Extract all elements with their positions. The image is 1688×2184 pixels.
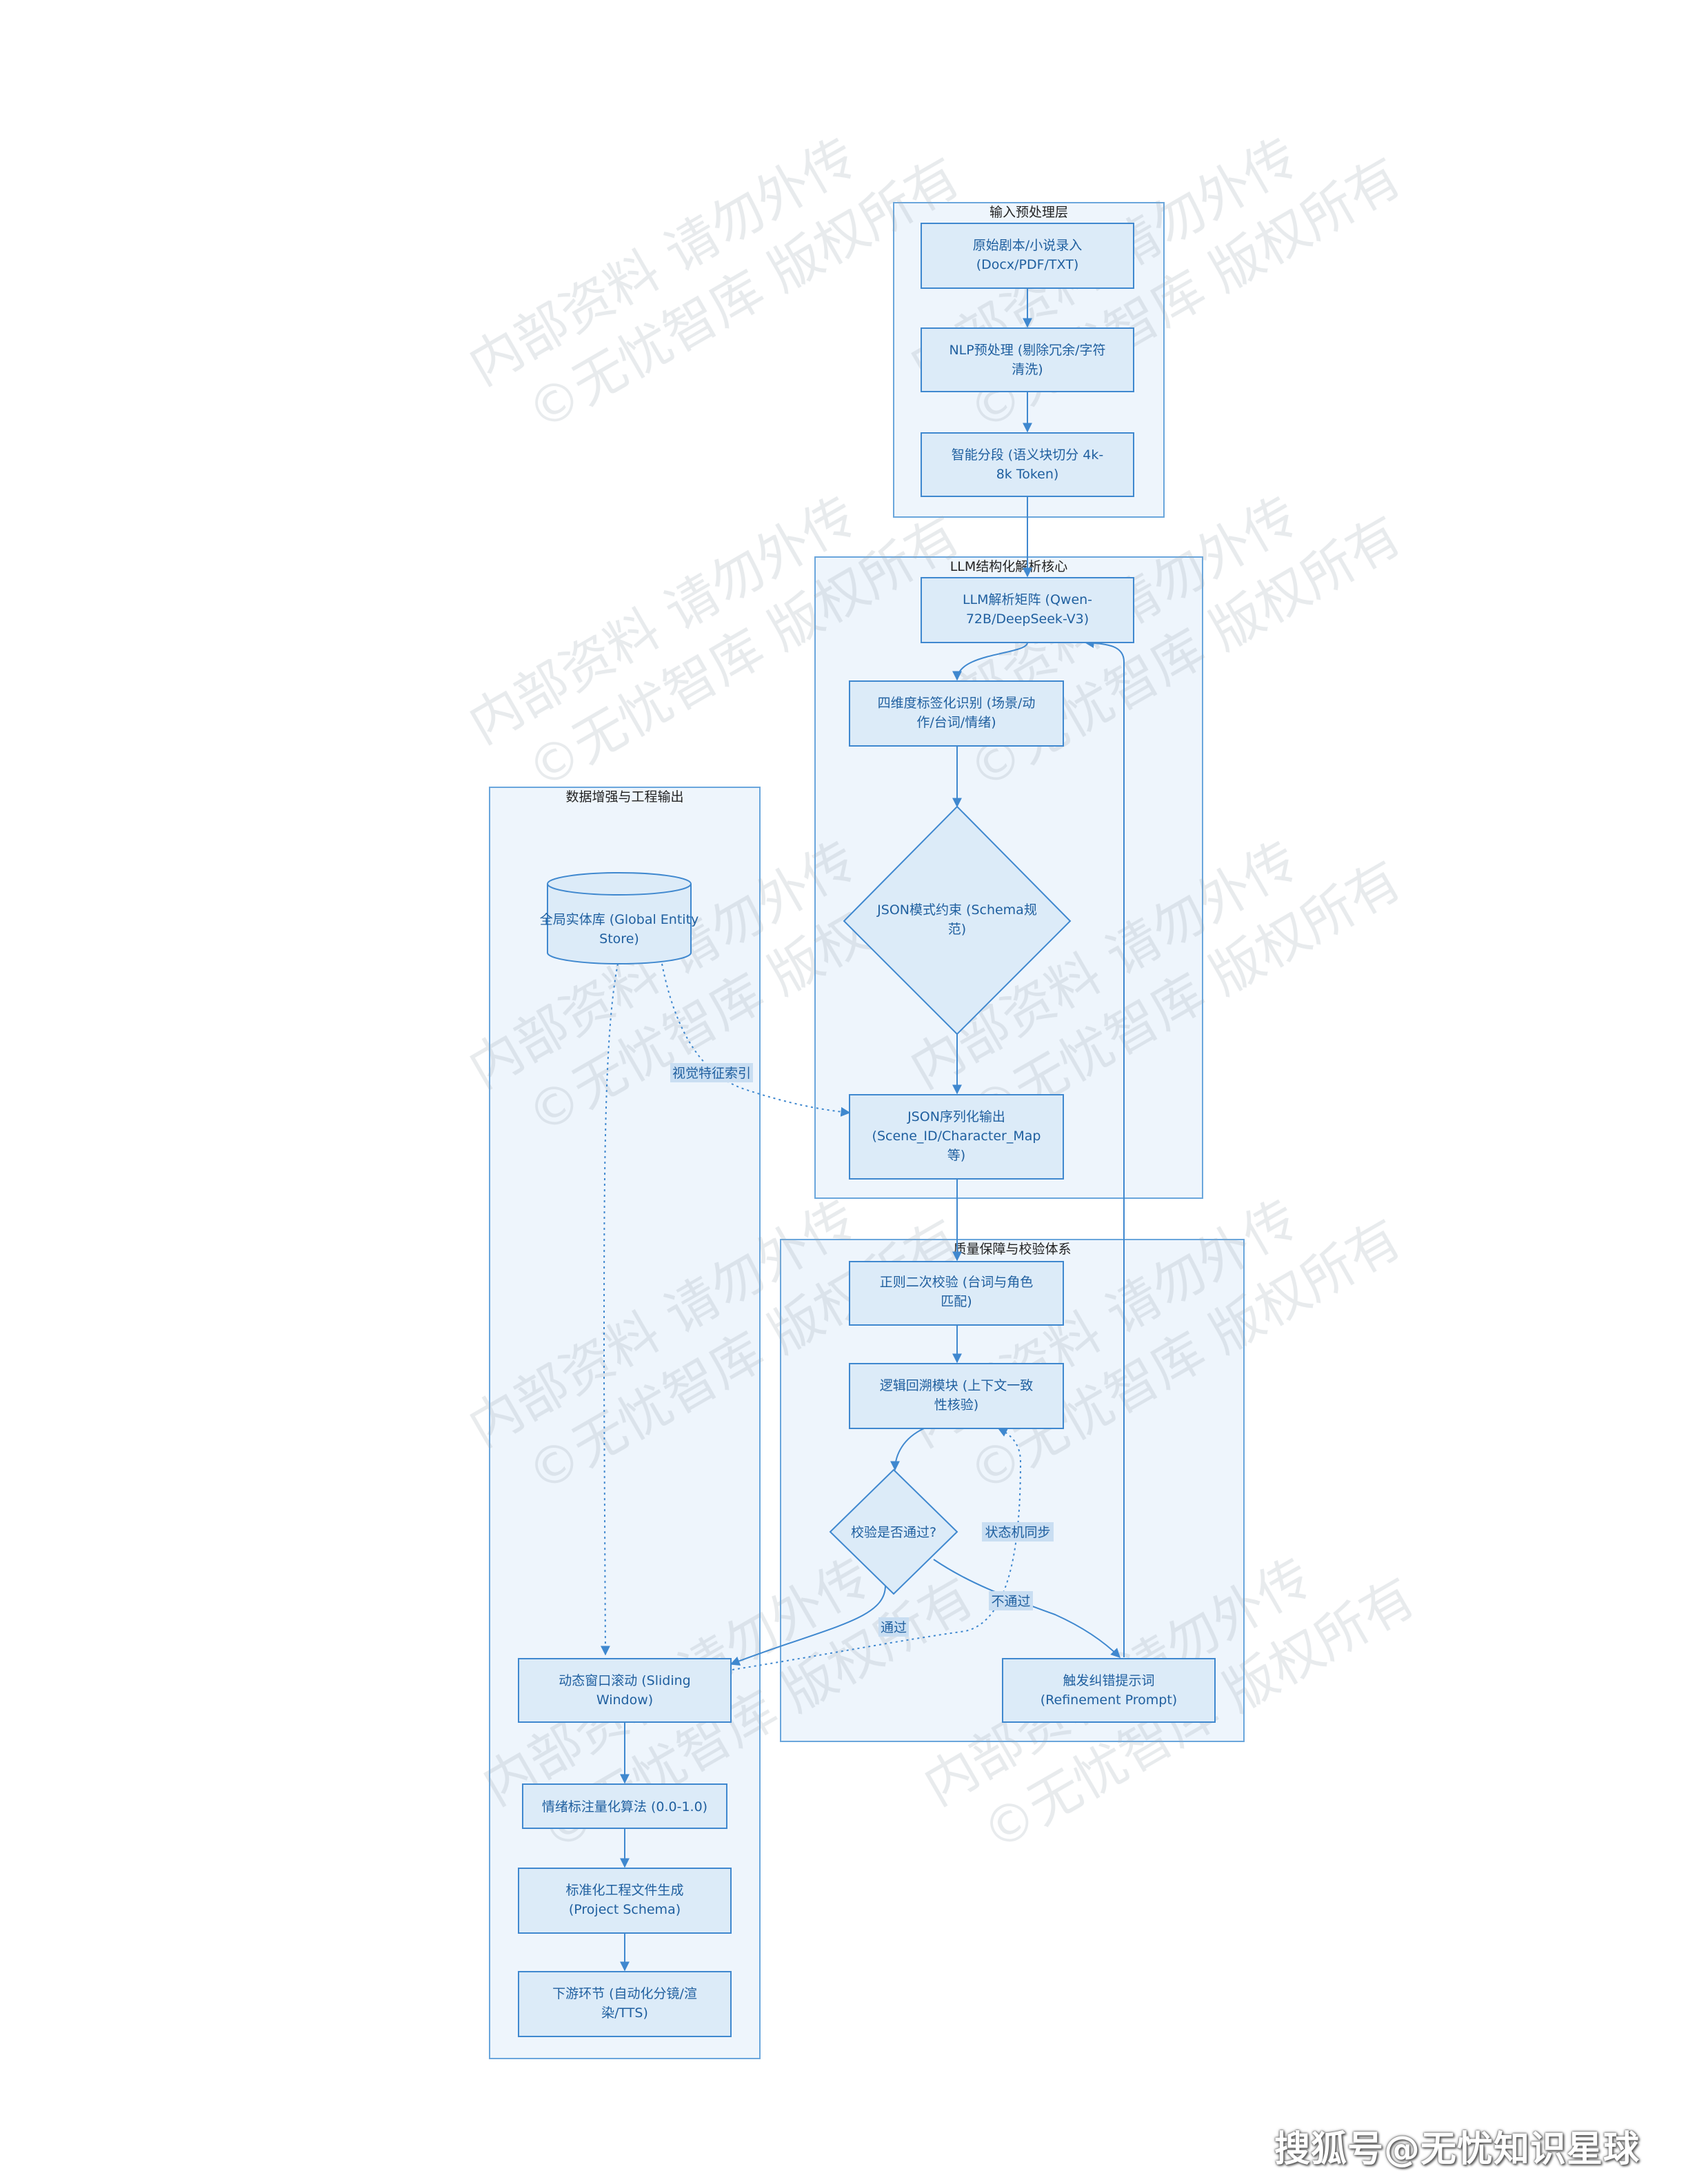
svg-text:全局实体库 (Global Entity: 全局实体库 (Global Entity [540, 912, 699, 927]
svg-text:动态窗口滚动 (Sliding: 动态窗口滚动 (Sliding [559, 1673, 691, 1688]
node-smart-segmentation: 智能分段 (语义块切分 4k- 8k Token) [921, 432, 1134, 497]
svg-text:72B/DeepSeek-V3): 72B/DeepSeek-V3) [966, 611, 1089, 627]
svg-text:标准化工程文件生成: 标准化工程文件生成 [565, 1883, 683, 1898]
svg-text:校验是否通过?: 校验是否通过? [851, 1525, 936, 1540]
node-project-schema: 标准化工程文件生成 (Project Schema) [518, 1868, 732, 1934]
node-global-entity-store-cylinder: 全局实体库 (Global Entity Store) [540, 872, 699, 964]
edge-label-visual-index: 视觉特征索引 [670, 1063, 753, 1082]
node-downstream: 下游环节 (自动化分镜/渲 染/TTS) [518, 1971, 732, 2037]
svg-text:(Project Schema): (Project Schema) [569, 1902, 681, 1917]
svg-text:JSON模式约束 (Schema规: JSON模式约束 (Schema规 [876, 902, 1037, 918]
node-llm-matrix: LLM解析矩阵 (Qwen- 72B/DeepSeek-V3) [921, 577, 1134, 643]
svg-text:视觉特征索引: 视觉特征索引 [672, 1066, 751, 1081]
svg-text:作/台词/情绪): 作/台词/情绪) [916, 715, 996, 730]
edge-check-fail-to-refine [933, 1559, 1121, 1658]
svg-text:染/TTS): 染/TTS) [601, 2005, 648, 2021]
svg-text:性核验): 性核验) [934, 1397, 978, 1413]
svg-text:原始剧本/小说录入: 原始剧本/小说录入 [973, 238, 1082, 253]
edge-label-pass: 通过 [878, 1617, 909, 1637]
node-nlp-preprocess: NLP预处理 (剔除冗余/字符 清洗) [921, 327, 1134, 392]
svg-text:Store): Store) [599, 931, 639, 947]
svg-text:NLP预处理 (剔除冗余/字符: NLP预处理 (剔除冗余/字符 [949, 343, 1105, 358]
edge-window-to-logic [732, 1428, 1022, 1670]
svg-text:清洗): 清洗) [1012, 362, 1043, 377]
svg-text:四维度标签化识别 (场景/动: 四维度标签化识别 (场景/动 [878, 696, 1036, 711]
node-json-serialization: JSON序列化输出 (Scene_ID/Character_Map 等) [849, 1094, 1064, 1180]
group-llm-core: LLM结构化解析核心 [814, 556, 1203, 1199]
node-logic-backtrack: 逻辑回溯模块 (上下文一致 性核验) [849, 1363, 1064, 1429]
group-title-input: 输入预处理层 [989, 205, 1068, 220]
svg-text:等): 等) [947, 1148, 965, 1163]
edge-label-state-sync: 状态机同步 [982, 1522, 1054, 1541]
svg-text:匹配): 匹配) [941, 1294, 972, 1309]
svg-text:(Docx/PDF/TXT): (Docx/PDF/TXT) [976, 257, 1078, 272]
edge-entity-to-window [600, 963, 619, 1656]
group-title-llm: LLM结构化解析核心 [950, 559, 1068, 574]
node-regex-secondary-check: 正则二次校验 (台词与角色 匹配) [849, 1261, 1064, 1326]
svg-text:正则二次校验 (台词与角色: 正则二次校验 (台词与角色 [880, 1275, 1033, 1290]
svg-text:(Scene_ID/Character_Map: (Scene_ID/Character_Map [872, 1129, 1041, 1144]
svg-text:智能分段 (语义块切分 4k-: 智能分段 (语义块切分 4k- [952, 447, 1103, 463]
svg-text:逻辑回溯模块 (上下文一致: 逻辑回溯模块 (上下文一致 [880, 1378, 1033, 1393]
edge-llm-to-tag [952, 642, 1028, 681]
node-json-schema-diamond: JSON模式约束 (Schema规 范) [843, 805, 1072, 1035]
svg-text:触发纠错提示词: 触发纠错提示词 [1063, 1673, 1154, 1688]
svg-text:LLM解析矩阵 (Qwen-: LLM解析矩阵 (Qwen- [963, 592, 1092, 607]
svg-text:状态机同步: 状态机同步 [985, 1525, 1050, 1540]
edge-logic-to-check [890, 1428, 925, 1471]
node-refinement-prompt: 触发纠错提示词 (Refinement Prompt) [1002, 1658, 1216, 1723]
group-title-qa: 质量保障与校验体系 [953, 1242, 1071, 1257]
node-four-dimension-tagging: 四维度标签化识别 (场景/动 作/台词/情绪) [849, 680, 1064, 747]
svg-text:情绪标注量化算法 (0.0-1.0): 情绪标注量化算法 (0.0-1.0) [542, 1799, 707, 1814]
edge-label-fail: 不通过 [989, 1591, 1033, 1610]
node-check-passed-diamond: 校验是否通过? [829, 1468, 958, 1595]
svg-text:下游环节 (自动化分镜/渲: 下游环节 (自动化分镜/渲 [552, 1986, 697, 2001]
footer-source-watermark: 搜狐号@无忧知识星球 [1274, 2129, 1640, 2170]
svg-text:通过: 通过 [881, 1620, 907, 1635]
svg-text:Window): Window) [596, 1692, 653, 1708]
svg-text:8k Token): 8k Token) [996, 467, 1059, 482]
edge-entity-to-json [661, 963, 851, 1117]
svg-text:不通过: 不通过 [991, 1594, 1030, 1609]
node-raw-script-input: 原始剧本/小说录入 (Docx/PDF/TXT) [921, 223, 1134, 289]
node-emotion-quantification: 情绪标注量化算法 (0.0-1.0) [522, 1783, 727, 1829]
svg-text:JSON序列化输出: JSON序列化输出 [907, 1109, 1005, 1124]
svg-text:(Refinement Prompt): (Refinement Prompt) [1041, 1692, 1177, 1708]
edge-check-pass-to-window [730, 1585, 886, 1666]
group-title-data: 数据增强与工程输出 [565, 789, 683, 805]
node-sliding-window: 动态窗口滚动 (Sliding Window) [518, 1658, 732, 1723]
svg-text:范): 范) [948, 922, 966, 937]
